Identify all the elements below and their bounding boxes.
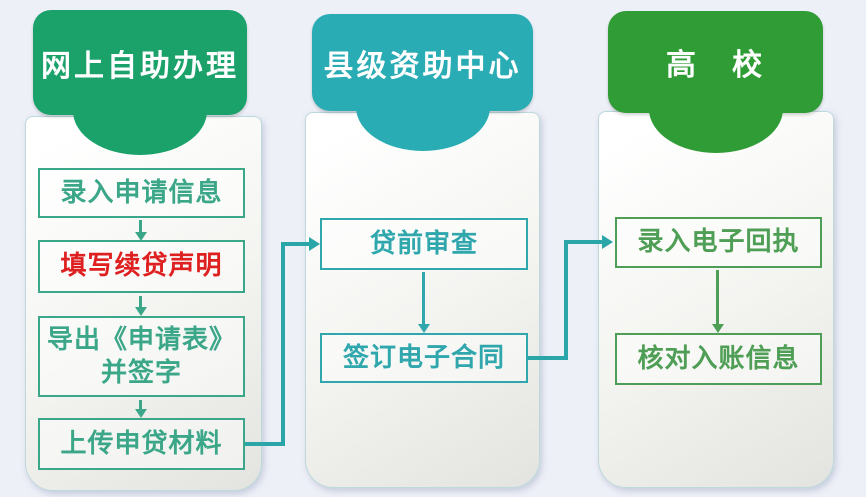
step-label: 贷前审查 (369, 228, 478, 259)
connector-segment (528, 356, 568, 360)
connector-segment (564, 240, 568, 360)
step-verify-account-entry-info: 核对入账信息 (615, 333, 822, 385)
column-header-label: 高 校 (666, 48, 765, 83)
flow-arrow-right-icon (309, 237, 320, 251)
column-header-label: 县级资助中心 (323, 48, 522, 84)
flow-arrow-down-icon (139, 400, 142, 409)
step-sign-electronic-contract: 签订电子合同 (320, 333, 528, 383)
step-label: 导出《申请表》 并签字 (46, 325, 236, 388)
step-label-emphasis-red: 填写续贷声明 (60, 251, 223, 282)
column-header-online-self-service: 网上自助办理 (33, 10, 247, 115)
step-label: 上传申贷材料 (60, 428, 223, 459)
column-header-university: 高 校 (608, 11, 823, 113)
step-label: 录入申请信息 (60, 177, 223, 208)
column-card-online-self-service (25, 116, 262, 491)
step-export-form-and-sign: 导出《申请表》 并签字 (38, 316, 245, 397)
column-header-label: 网上自助办理 (41, 48, 239, 84)
step-enter-electronic-receipt: 录入电子回执 (615, 217, 822, 268)
step-preloan-review: 贷前审查 (320, 218, 528, 270)
flow-arrow-down-icon (139, 220, 142, 232)
column-header-county-aid-center: 县级资助中心 (312, 14, 533, 111)
step-label: 核对入账信息 (637, 343, 800, 374)
connector-segment (281, 242, 285, 446)
flow-arrow-down-icon (139, 296, 142, 307)
step-upload-loan-materials: 上传申贷材料 (38, 418, 245, 470)
step-label: 签订电子合同 (342, 342, 505, 373)
flow-arrow-right-icon (602, 235, 613, 249)
step-fill-renewal-statement: 填写续贷声明 (38, 240, 245, 293)
step-enter-application-info: 录入申请信息 (38, 168, 245, 218)
flow-arrow-down-icon (716, 270, 719, 324)
connector-segment (281, 242, 310, 246)
step-label: 录入电子回执 (637, 227, 800, 258)
connector-segment (245, 442, 285, 446)
connector-segment (564, 240, 603, 244)
flow-arrow-down-icon (422, 272, 425, 324)
